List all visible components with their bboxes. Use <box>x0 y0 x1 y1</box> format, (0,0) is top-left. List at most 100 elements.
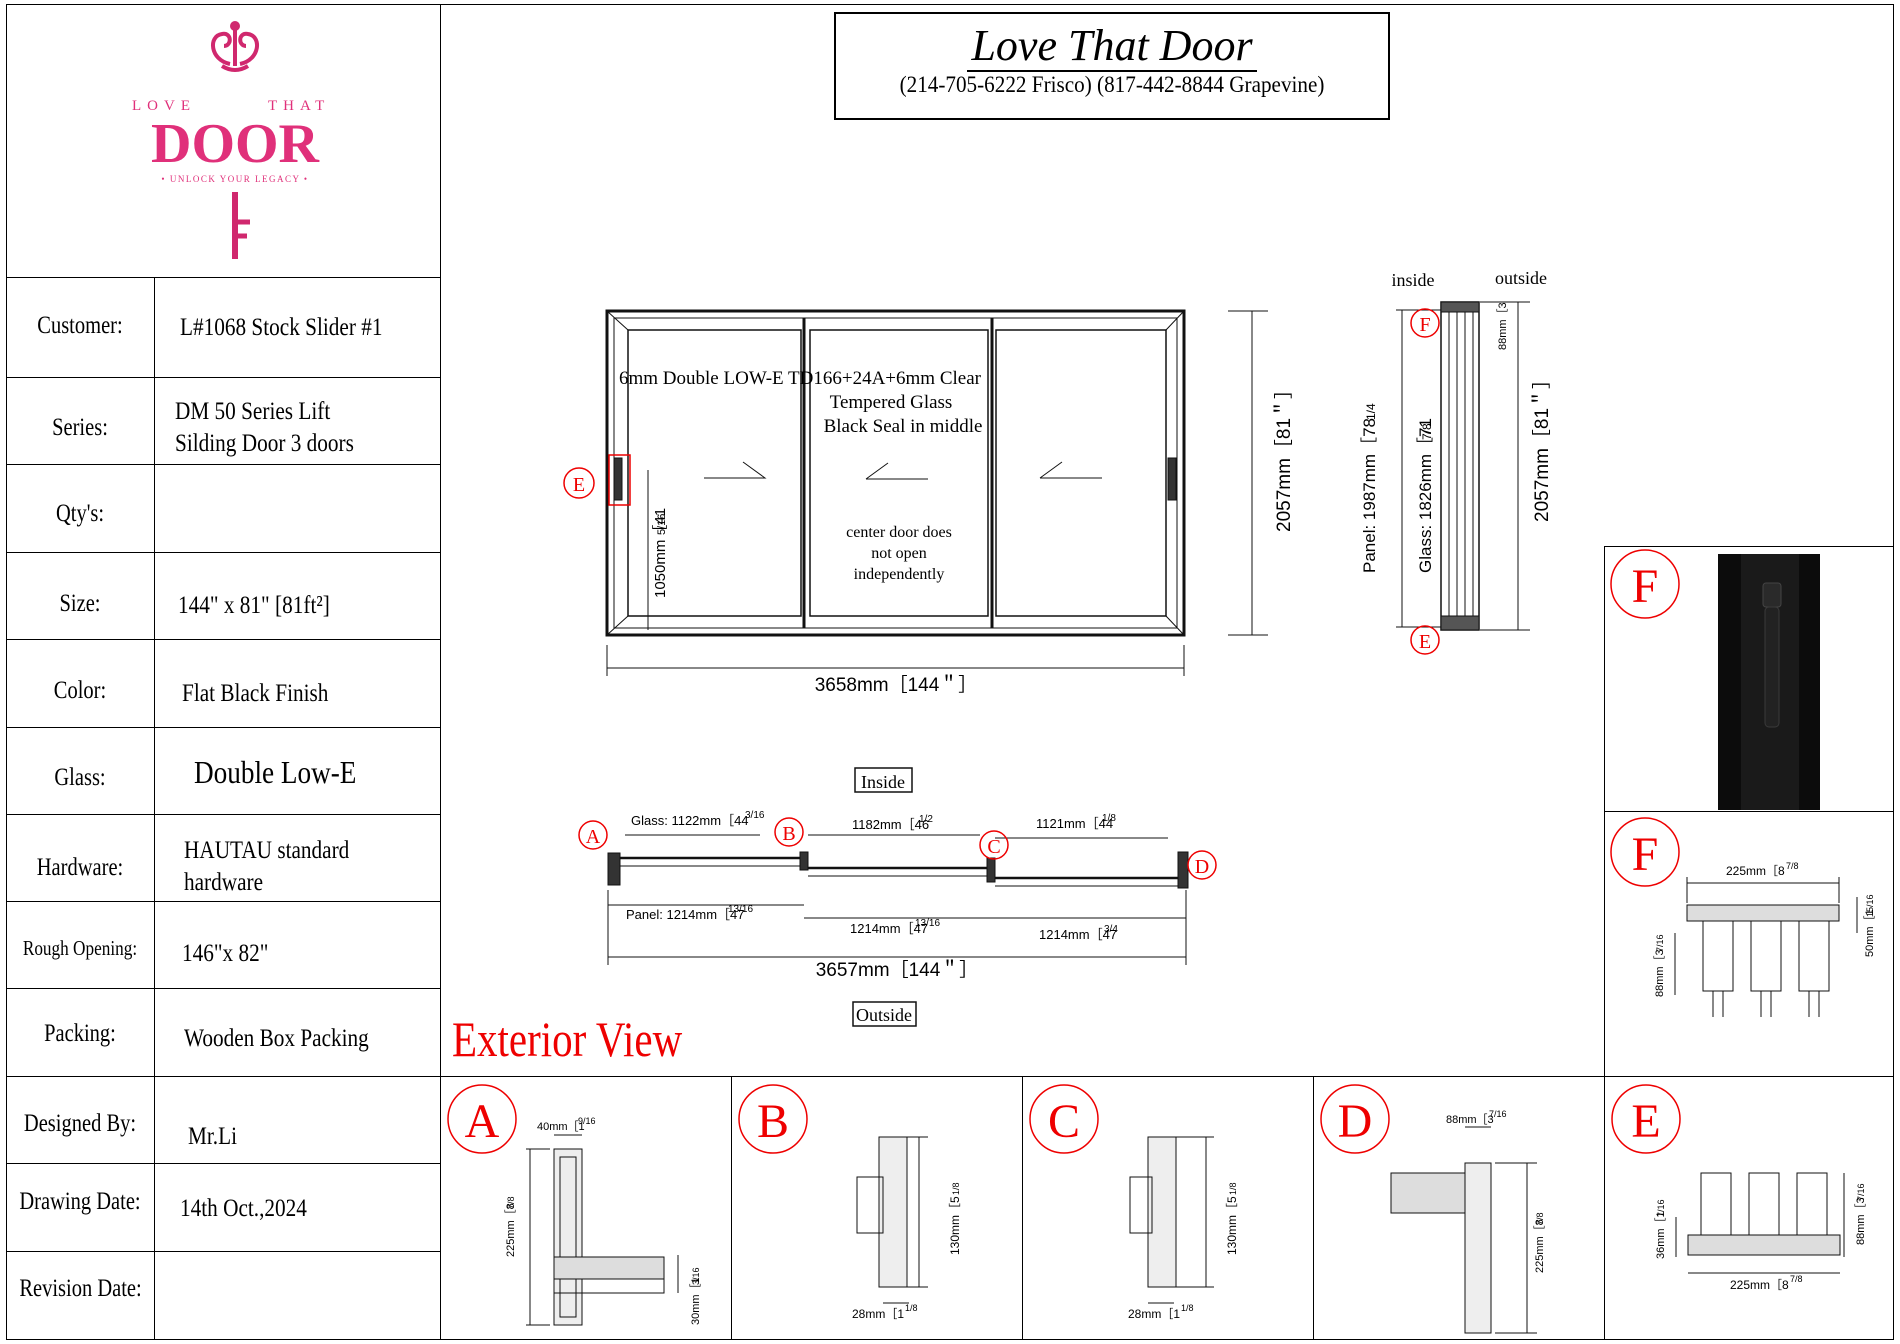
detail-b-label: B <box>757 1095 789 1148</box>
svg-text:5/16: 5/16 <box>656 514 668 535</box>
e-right-frac: 7/16 <box>1856 1183 1866 1201</box>
plan-view <box>607 834 1189 965</box>
detail-divider <box>731 1076 732 1340</box>
row-divider <box>6 464 441 465</box>
plan-panel-a: Panel: 1214mm［47 <box>626 907 745 922</box>
callout-f-side: F <box>1419 314 1430 336</box>
side-top-dim: 88mm［3 <box>1496 302 1509 350</box>
callout-c-plan-circle <box>979 830 1009 860</box>
f-width-dim: 225mm［8 <box>1726 864 1785 878</box>
svg-text:1/4: 1/4 <box>1364 403 1378 420</box>
a-section-drawing <box>526 1134 679 1326</box>
glass-note-3: Black Seal in middle <box>824 416 983 437</box>
height-dim-text: 2057mm［81＂］ <box>1272 380 1295 532</box>
callout-e-side-circle <box>1410 625 1440 655</box>
e-bottom-dim: 225mm［8 <box>1730 1278 1789 1292</box>
a-left-dim: 225mm［8 <box>504 1203 517 1257</box>
qty-label: Qty's: <box>55 500 105 527</box>
inside-box <box>854 767 913 793</box>
svg-text:Panel: 1987mm［78: Panel: 1987mm［78 <box>1360 418 1379 573</box>
callout-b-plan: B <box>782 823 795 845</box>
series-value-line2: Silding Door 3 doors <box>175 430 354 457</box>
logo-door: DOOR <box>151 113 320 175</box>
side-panel-dim: Panel: 1987mm［78 <box>1360 418 1379 573</box>
svg-text:1050mm［41: 1050mm［41 <box>652 508 669 598</box>
row-divider <box>6 377 441 378</box>
designed-by-label: Designed By: <box>23 1110 137 1137</box>
detail-c-circle <box>1029 1084 1099 1154</box>
center-note-2: not open <box>871 545 927 562</box>
detail-divider <box>1604 546 1605 1340</box>
f-right-dim: 50mm［1 <box>1863 909 1876 957</box>
callout-c-plan: C <box>987 836 1000 858</box>
main-drawing: 6mm Double LOW-E TD166+24A+6mm Clear Tem… <box>563 268 1553 1027</box>
detail-divider <box>1022 1076 1023 1340</box>
b-bottom-dim: 28mm［1 <box>852 1307 904 1321</box>
plan-glass-c: 1121mm［44 <box>1036 816 1113 831</box>
f-section-drawing <box>1674 877 1858 1017</box>
svg-text:225mm［8: 225mm［8 <box>1533 1219 1546 1273</box>
series-value-line1: DM 50 Series Lift <box>175 398 331 425</box>
d-right-frac: 7/8 <box>1535 1212 1545 1225</box>
d-top-dim: 88mm［3 <box>1446 1113 1494 1126</box>
d-top-frac: 7/16 <box>1489 1109 1507 1119</box>
svg-text:15/16: 15/16 <box>1865 894 1875 917</box>
height-dimension <box>1228 310 1268 636</box>
svg-text:Glass: 1826mm［71: Glass: 1826mm［71 <box>1416 418 1435 573</box>
a-right-frac: 3/16 <box>691 1267 701 1285</box>
side-panel-frac: 1/4 <box>1364 403 1378 420</box>
plan-glass-a: Glass: 1122mm［44 <box>631 813 749 828</box>
color-value: Flat Black Finish <box>182 680 329 707</box>
svg-text:7/16: 7/16 <box>1656 1199 1666 1217</box>
center-note-1: center door does <box>846 524 952 541</box>
side-glass-dim: Glass: 1826mm［71 <box>1416 418 1435 573</box>
spec-column-divider <box>154 277 155 1340</box>
svg-text:3/16: 3/16 <box>691 1267 701 1285</box>
detail-f-panel: F F 225mm［8 7/8 88mm［3 7/16 50mm［1 15/16 <box>1610 549 1876 1017</box>
svg-text:7/16: 7/16 <box>1856 1183 1866 1201</box>
callout-a-plan-circle <box>578 820 608 850</box>
b-height-dim: 130mm［5 <box>948 1196 962 1255</box>
callout-d-plan-circle <box>1187 850 1217 880</box>
callout-e-circle <box>563 467 595 499</box>
packing-label: Packing: <box>44 1020 116 1047</box>
d-right-dim: 225mm［8 <box>1533 1219 1546 1273</box>
c-bottom-frac: 1/8 <box>1181 1303 1194 1313</box>
title-box: Love That Door (214-705-6222 Frisco) (81… <box>834 12 1390 120</box>
detail-f-photo-label: F <box>1632 560 1659 613</box>
detail-d: D 88mm［3 7/16 225mm［8 7/8 <box>1320 1084 1546 1334</box>
f-left-dim: 88mm［3 <box>1653 949 1666 997</box>
plan-inside-label: Inside <box>861 772 905 792</box>
callout-d-plan: D <box>1195 856 1209 878</box>
company-logo: LOVE THAT DOOR • UNLOCK YOUR LEGACY • <box>110 14 360 272</box>
series-label: Series: <box>52 414 108 441</box>
size-value: 144" x 81" [81ft²] <box>178 592 330 619</box>
e-left-dim: 36mm［1 <box>1654 1211 1667 1259</box>
detail-b: B 130mm［5 1/8 28mm［1 1/8 <box>738 1084 962 1321</box>
b-section-drawing <box>856 1136 928 1304</box>
callout-a-plan: A <box>586 826 601 848</box>
f-right-frac: 15/16 <box>1865 894 1875 917</box>
svg-text:30mm［1: 30mm［1 <box>689 1277 702 1325</box>
detail-e-label: E <box>1631 1095 1660 1148</box>
detail-f-section-circle <box>1610 817 1680 887</box>
logo-graphic: LOVE THAT DOOR • UNLOCK YOUR LEGACY • <box>132 21 324 259</box>
detail-a: A 40mm［1 9/16 225mm［8 7/8 30mm［1 3/16 <box>447 1084 702 1326</box>
svg-text:225mm［8: 225mm［8 <box>504 1203 517 1257</box>
f-width-frac: 7/8 <box>1786 861 1799 871</box>
rough-opening-value: 146"x 82" <box>182 940 269 967</box>
row-divider <box>6 639 441 640</box>
a-top-frac: 9/16 <box>578 1116 596 1126</box>
d-section-drawing <box>1390 1126 1537 1334</box>
drawing-date-label: Drawing Date: <box>19 1188 141 1215</box>
glass-label: Glass: <box>54 764 106 791</box>
svg-text:7/16: 7/16 <box>1655 934 1665 952</box>
packing-value: Wooden Box Packing <box>184 1025 369 1052</box>
plan-glass-c-frac: 1/8 <box>1102 813 1116 824</box>
plan-glass-b-frac: 1/2 <box>919 814 933 825</box>
callout-f-circle <box>1410 308 1440 338</box>
e-section-drawing <box>1675 1172 1845 1274</box>
hardware-value-line1: HAUTAU standard <box>184 837 350 864</box>
a-top-dim: 40mm［1 <box>537 1120 585 1133</box>
f-left-frac: 7/16 <box>1655 934 1665 952</box>
